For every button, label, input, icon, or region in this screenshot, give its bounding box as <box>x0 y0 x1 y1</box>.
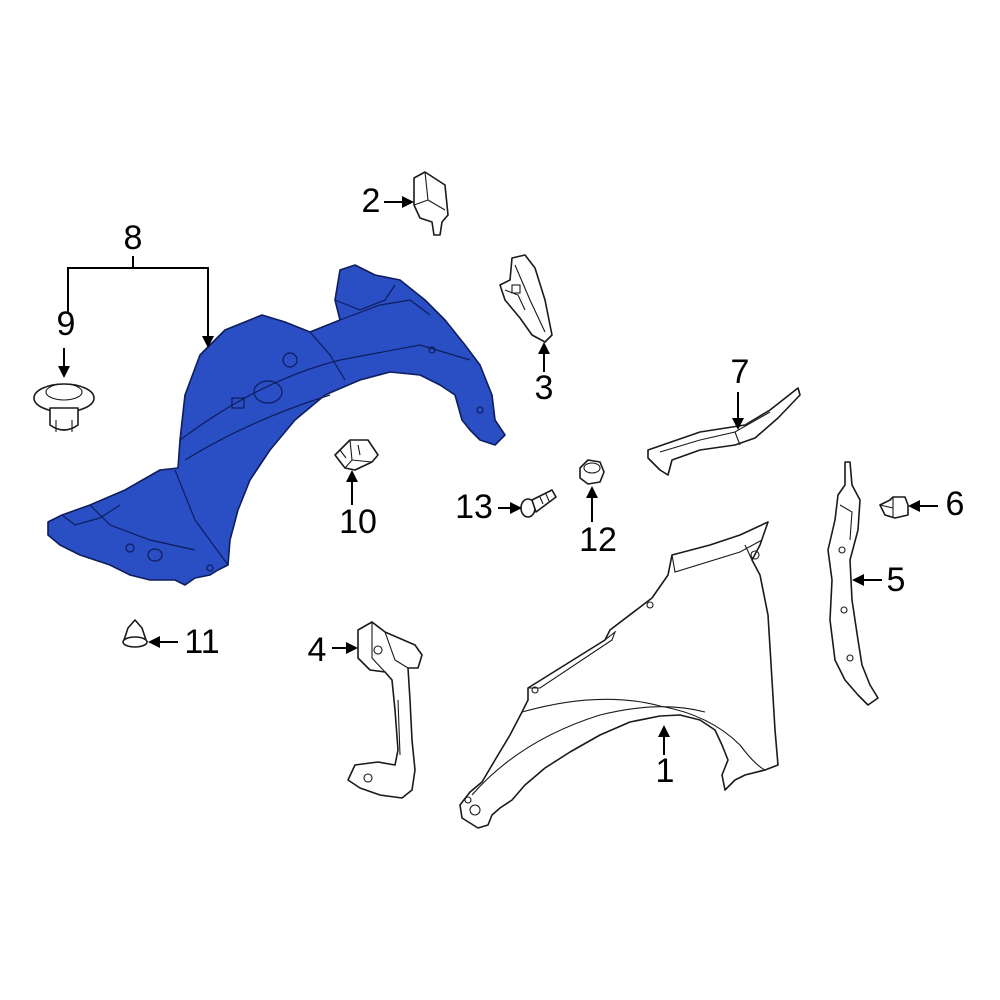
part-13-screw <box>520 489 557 518</box>
callout-8: 8 <box>124 219 143 257</box>
callout-2: 2 <box>362 182 381 220</box>
arrow-3 <box>538 342 550 354</box>
arrow-5 <box>852 574 864 586</box>
arrow-13 <box>510 502 522 514</box>
callout-13: 13 <box>455 488 493 526</box>
arrow-4 <box>346 642 358 654</box>
callout-labels: 8 9 2 3 7 10 13 12 6 5 11 4 1 <box>57 182 965 790</box>
arrow-9 <box>58 366 70 378</box>
part-4-support-bracket <box>347 621 423 799</box>
arrow-12 <box>586 486 598 498</box>
callout-12: 12 <box>579 521 617 559</box>
leader-lines <box>58 196 938 755</box>
callout-1: 1 <box>656 752 675 790</box>
callout-5: 5 <box>887 561 906 599</box>
part-7-seal <box>647 387 801 476</box>
callout-10: 10 <box>339 503 377 541</box>
leader-8 <box>67 267 209 340</box>
arrow-6 <box>908 500 920 512</box>
callout-11: 11 <box>184 623 219 661</box>
arrow-11 <box>148 636 160 648</box>
part-8-fender-liner <box>47 264 506 586</box>
part-10-retainer <box>334 439 379 471</box>
part-3-stay <box>499 254 553 343</box>
part-12-nut <box>579 459 605 485</box>
callout-4: 4 <box>308 631 327 669</box>
part-11-clip <box>122 619 148 648</box>
arrow-1 <box>658 725 670 737</box>
callout-3: 3 <box>535 369 554 407</box>
arrow-10 <box>346 470 358 482</box>
part-6-bolt <box>879 496 909 519</box>
arrow-7 <box>732 418 744 430</box>
part-5-seal-strip <box>827 461 879 706</box>
part-2-bracket <box>413 171 449 236</box>
part-1-fender <box>459 521 779 829</box>
arrow-8 <box>202 336 214 348</box>
callout-6: 6 <box>946 485 965 523</box>
arrow-2 <box>402 196 414 208</box>
callout-7: 7 <box>731 353 750 391</box>
part-9-push-clip <box>33 383 95 432</box>
callout-9: 9 <box>57 305 76 343</box>
